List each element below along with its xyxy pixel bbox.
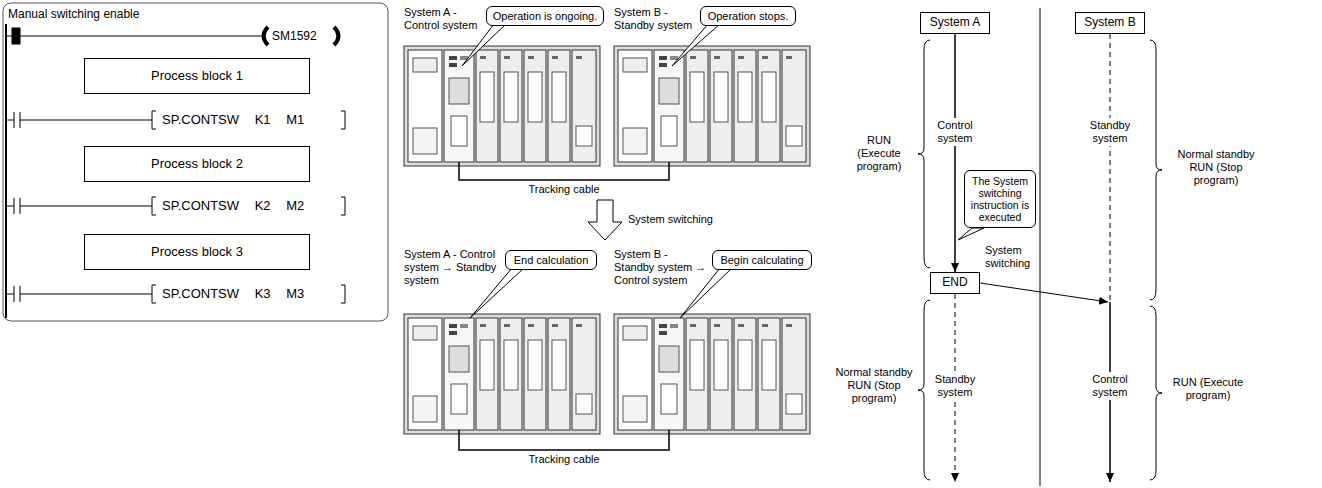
ladder-program (341, 285, 345, 303)
ladder-program (341, 197, 345, 215)
cable-label: Tracking cable (514, 183, 614, 196)
node-text: Process block 1 (151, 69, 243, 84)
callout-box: End calculation (505, 250, 597, 270)
node-text: Operation stops. (708, 10, 789, 23)
device-name: SM1592 (272, 29, 332, 43)
callout-tail (462, 24, 984, 318)
state-label: Normal standby RUN (Stop program) (1168, 148, 1264, 188)
plc-illustration (404, 46, 810, 434)
state-label: Control system (1085, 372, 1135, 400)
system-label: System B - Standby system (614, 6, 694, 32)
system-box: System B (1075, 12, 1145, 34)
callout-box: The System switching instruction is exec… (964, 170, 1036, 228)
rung-comment: Manual switching enable (8, 7, 208, 21)
system-label: System A - Control system (404, 6, 482, 32)
instruction: SP.CONTSW K3 M3 (162, 286, 340, 302)
node-text: END (942, 276, 967, 290)
timeline (1150, 40, 1162, 300)
timeline (980, 283, 1108, 302)
state-label: RUN (Execute program) (1168, 376, 1248, 402)
node-text: Operation is ongoing. (493, 10, 598, 23)
ladder-program (3, 3, 388, 321)
switching-label: System switching (985, 244, 1039, 270)
plc-illustration (404, 314, 600, 434)
ladder-program (20, 120, 152, 121)
timeline (918, 40, 930, 268)
switching-label: System switching (628, 213, 738, 226)
process-box: Process block 2 (84, 146, 310, 182)
ladder-program (14, 198, 15, 214)
ladder-program (6, 120, 14, 121)
timeline (1110, 34, 1111, 300)
state-label: RUN (Execute program) (846, 134, 912, 174)
ladder-program (152, 285, 156, 303)
ladder-program (20, 206, 152, 207)
state-label: Standby system (927, 372, 983, 400)
system-label: System B - Standby system → Control syst… (614, 248, 709, 288)
tracking-cable (459, 430, 669, 450)
ladder-program (6, 206, 14, 207)
callout-tail (958, 228, 984, 240)
node-text: System A (930, 16, 981, 30)
cable-label: Tracking cable (514, 453, 614, 466)
ladder-program (152, 197, 156, 215)
ladder-program (334, 27, 339, 45)
node-text: Process block 3 (151, 245, 243, 260)
ladder-program (5, 24, 7, 318)
state-label: Normal standby RUN (Stop program) (834, 366, 914, 406)
connector-arrow (954, 34, 956, 272)
tracking-cable (459, 162, 669, 180)
state-label: Control system (928, 118, 982, 146)
process-box: Process block 1 (84, 58, 310, 94)
system-label: System A - Control system → Standby syst… (404, 248, 499, 288)
ladder-program (14, 112, 15, 128)
ladder-program (20, 294, 152, 295)
ladder-program (264, 27, 269, 45)
ladder-program (6, 36, 12, 37)
ladder-program (14, 286, 15, 302)
instruction: SP.CONTSW K1 M1 (162, 112, 340, 128)
state-label: Standby system (1082, 118, 1138, 146)
callout-box: Begin calculating (712, 250, 812, 270)
callout-box: Operation stops. (700, 6, 796, 26)
timeline (918, 8, 1162, 486)
ladder-program (3, 3, 388, 321)
instruction: SP.CONTSW K2 M2 (162, 198, 340, 214)
plc-illustration (404, 46, 600, 166)
ladder-program (12, 28, 20, 44)
ladder-program (6, 294, 14, 295)
tracking-cable (459, 162, 669, 450)
process-box: Process block 3 (84, 234, 310, 270)
callout-tail (680, 268, 732, 318)
node-text: Begin calculating (720, 254, 803, 267)
ladder-program (152, 111, 156, 129)
node-text: Process block 2 (151, 157, 243, 172)
plc-illustration (614, 314, 810, 434)
node-text: The System switching instruction is exec… (969, 175, 1031, 223)
switching-arrow (588, 200, 622, 240)
callout-tail (470, 268, 524, 318)
ladder-program (20, 36, 262, 37)
end-box: END (930, 272, 980, 294)
system-box: System A (920, 12, 990, 34)
timeline (1150, 306, 1162, 480)
node-text: System B (1084, 16, 1135, 30)
timeline (1040, 8, 1041, 486)
ladder-program (341, 111, 345, 129)
plc-illustration (614, 46, 810, 166)
node-text: End calculation (514, 254, 589, 267)
callout-box: Operation is ongoing. (486, 6, 604, 26)
